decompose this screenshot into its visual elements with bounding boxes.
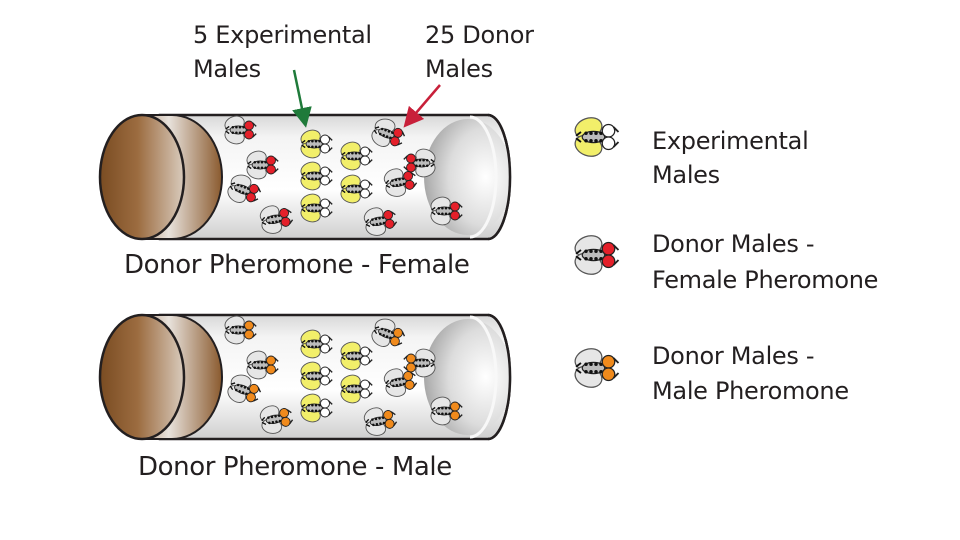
donor-fly — [371, 318, 406, 347]
legend-donor-female-line2: Female Pheromone — [652, 266, 879, 294]
donor-fly — [383, 368, 418, 397]
experimental-fly — [340, 341, 373, 371]
donor-fly — [430, 396, 463, 426]
experimental-fly — [300, 361, 333, 391]
donor-fly — [259, 205, 294, 234]
tube-caption-female: Donor Pheromone - Female — [124, 250, 470, 280]
donor-fly — [363, 207, 398, 236]
donor-fly — [403, 348, 436, 378]
tube-female — [98, 113, 512, 241]
cork-plug — [98, 313, 186, 441]
donor-fly — [363, 407, 398, 436]
donor-callout-arrow — [403, 84, 441, 128]
donor-fly — [227, 374, 262, 403]
donor-fly — [224, 115, 257, 145]
experimental-callout-line2: Males — [193, 55, 261, 83]
donor-fly — [246, 350, 279, 380]
legend-donor-male-line1: Donor Males - — [652, 342, 815, 370]
donor-fly — [371, 118, 406, 147]
donor-fly — [430, 196, 463, 226]
experimental-fly — [300, 329, 333, 359]
experimental-callout-line1: 5 Experimental — [193, 21, 372, 49]
donor-fly — [246, 150, 279, 180]
tube-male — [98, 313, 512, 441]
tube-caption-male: Donor Pheromone - Male — [138, 452, 452, 482]
experimental-fly-icon — [574, 117, 620, 157]
donor-fly — [259, 405, 294, 434]
experimental-fly — [300, 129, 333, 159]
experimental-callout-arrow — [292, 69, 312, 128]
cork-plug — [98, 113, 186, 241]
experimental-fly — [340, 141, 373, 171]
experimental-fly — [300, 193, 333, 223]
donor-male-pheromone-fly-icon — [574, 348, 620, 388]
legend-experimental-line1: Experimental — [652, 127, 809, 155]
experimental-fly — [300, 161, 333, 191]
donor-fly — [227, 174, 262, 203]
donor-fly — [383, 168, 418, 197]
donor-fly — [403, 148, 436, 178]
donor-callout-line1: 25 Donor — [425, 21, 534, 49]
legend-experimental-line2: Males — [652, 161, 720, 189]
experimental-fly — [340, 174, 373, 204]
donor-callout-line2: Males — [425, 55, 493, 83]
experimental-fly — [340, 374, 373, 404]
experimental-fly — [300, 393, 333, 423]
legend-donor-female-line1: Donor Males - — [652, 230, 815, 258]
donor-fly — [224, 315, 257, 345]
donor-female-pheromone-fly-icon — [574, 235, 620, 275]
legend-donor-male-line2: Male Pheromone — [652, 377, 849, 405]
